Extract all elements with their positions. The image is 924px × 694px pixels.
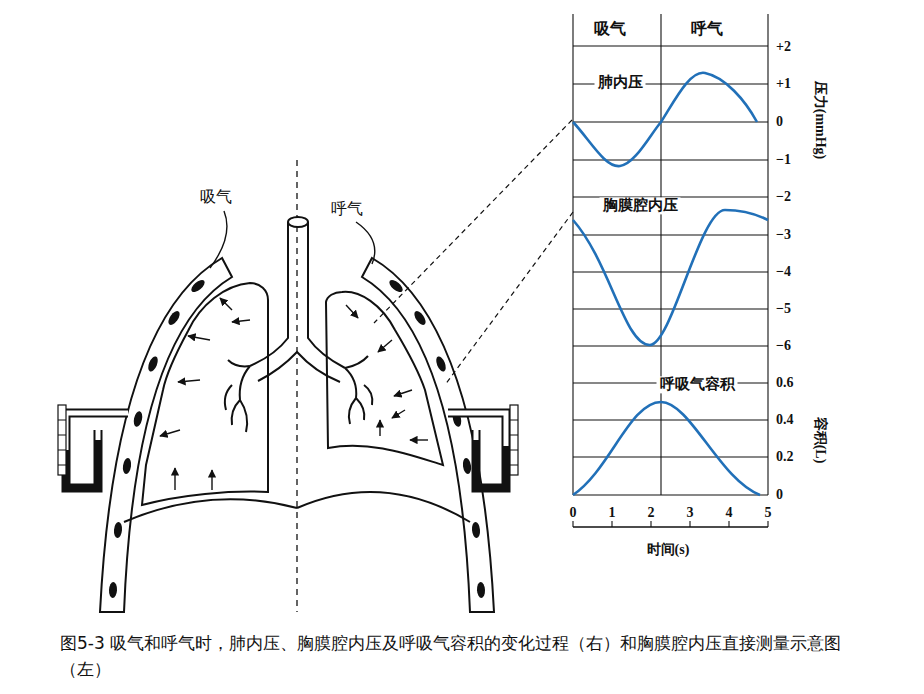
projection-line xyxy=(374,120,572,323)
axis-title: 容积(L) xyxy=(812,417,828,464)
tick-label: −4 xyxy=(776,264,791,280)
tick-label: 0 xyxy=(776,487,783,503)
lung-expiration xyxy=(326,292,443,465)
curve-label: 呼吸气容积 xyxy=(657,376,738,393)
tick-label: 5 xyxy=(765,505,772,521)
leader-line xyxy=(210,211,227,268)
column-header: 呼气 xyxy=(691,20,723,38)
tick-label: −6 xyxy=(776,338,791,354)
part-label: 呼气 xyxy=(331,200,363,218)
tick-label: −2 xyxy=(776,189,791,205)
tick-label: +2 xyxy=(776,39,791,55)
tick-label: 0.4 xyxy=(776,412,794,428)
force-arrows xyxy=(160,298,428,490)
tick-label: −5 xyxy=(776,301,791,317)
manometer xyxy=(58,405,518,488)
chart-grid xyxy=(573,14,768,527)
diaphragm xyxy=(297,492,470,522)
part-label: 吸气 xyxy=(200,188,232,206)
curve-label: 胸膜腔内压 xyxy=(600,197,681,214)
axis-title: 时间(s) xyxy=(647,542,690,558)
column-header: 吸气 xyxy=(594,20,626,38)
tick-label: −3 xyxy=(776,227,791,243)
tick-label: 0.2 xyxy=(776,449,794,465)
tick-label: 2 xyxy=(648,505,655,521)
chart-curves xyxy=(573,73,768,495)
ribs xyxy=(109,278,486,598)
curve-label: 肺内压 xyxy=(595,74,646,91)
tick-label: 0.6 xyxy=(776,375,794,391)
tick-label: 0 xyxy=(776,114,783,130)
leader-line xyxy=(356,222,375,264)
diaphragm xyxy=(124,499,297,522)
tick-label: 1 xyxy=(609,505,616,521)
tick-label: 4 xyxy=(726,505,733,521)
figure-caption: 图5-3 吸气和呼气时，肺内压、胸膜腔内压及呼吸气容积的变化过程（右）和胸膜腔内… xyxy=(60,630,850,683)
projection-line xyxy=(445,212,573,385)
trachea xyxy=(225,217,372,432)
lung-inspiration xyxy=(142,283,268,505)
tick-label: −1 xyxy=(776,152,791,168)
tick-label: +1 xyxy=(776,76,791,92)
tick-label: 0 xyxy=(570,505,577,521)
tick-label: 3 xyxy=(687,505,694,521)
axis-title: 压力(mmHg) xyxy=(812,81,828,160)
